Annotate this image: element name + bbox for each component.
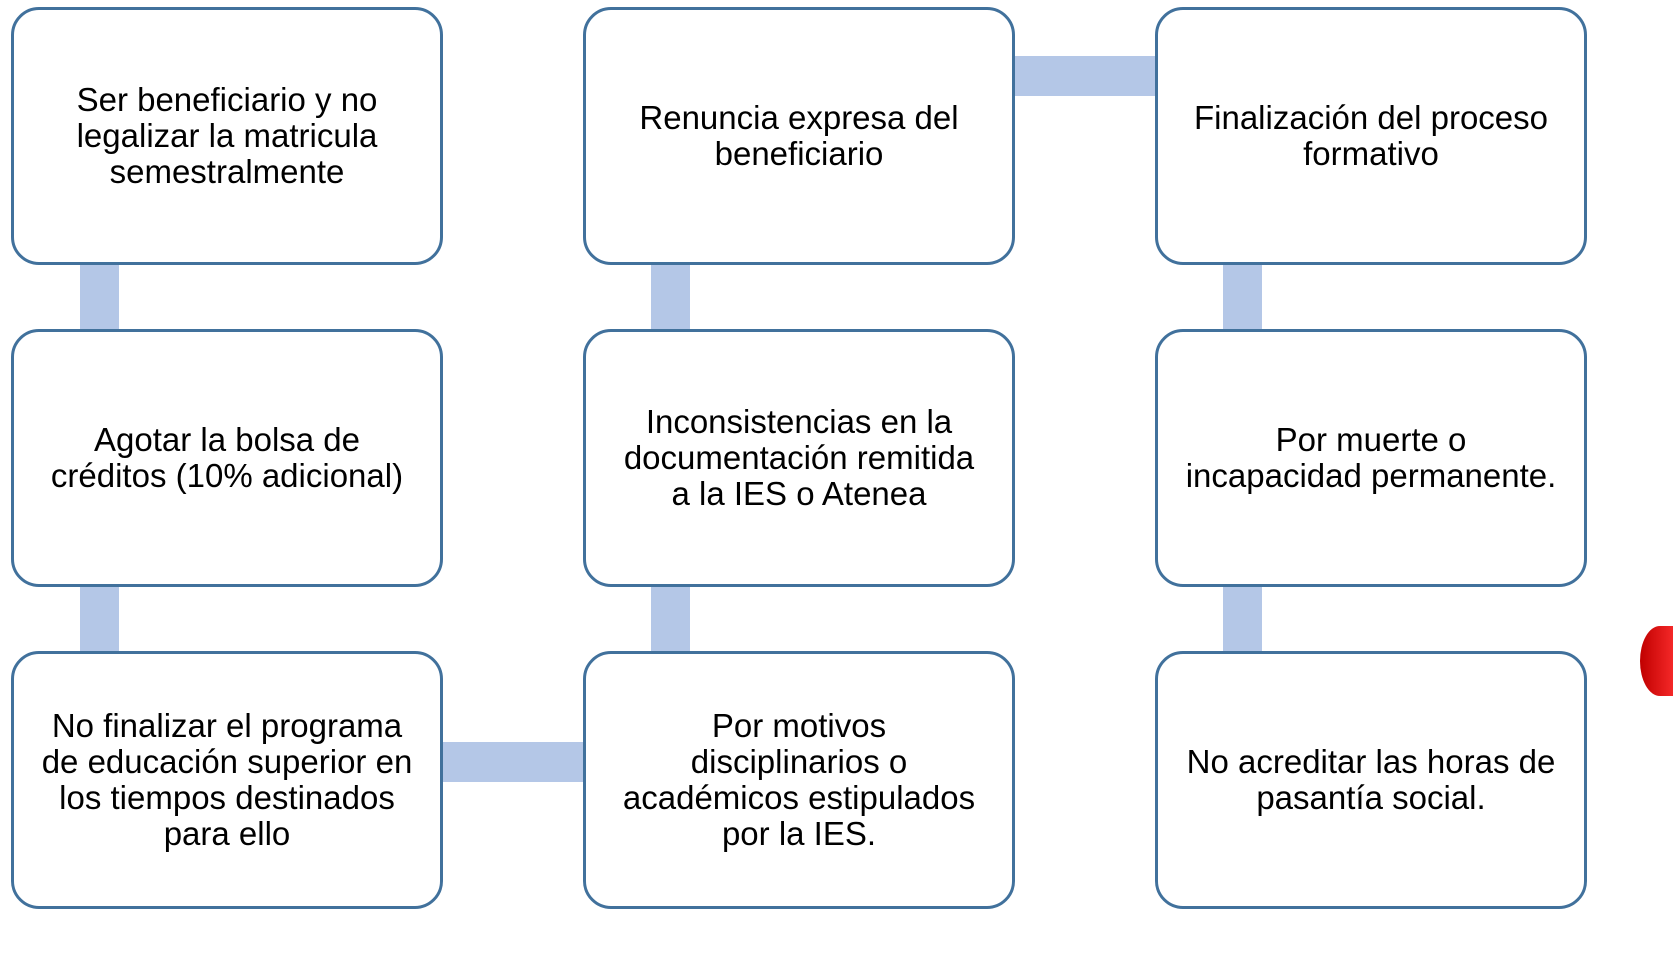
connector-row1-col2-col3 (1012, 56, 1158, 96)
box-text: Finalización del proceso formativo (1193, 99, 1549, 172)
connector-col2-r2-r1 (651, 262, 690, 332)
box-text: No finalizar el programa de educación su… (41, 707, 413, 852)
box-legalize-enrollment: Ser beneficiario y no legalizar la matri… (11, 7, 443, 265)
box-death-incapacity: Por muerte o incapacidad permanente. (1155, 329, 1587, 587)
box-social-internship-hours: No acreditar las horas de pasantía socia… (1155, 651, 1587, 909)
connector-col2-r3-r2 (651, 584, 690, 654)
box-text: Agotar la bolsa de créditos (10% adicion… (50, 421, 404, 494)
box-training-completion: Finalización del proceso formativo (1155, 7, 1587, 265)
box-document-inconsistencies: Inconsistencias en la documentación remi… (583, 329, 1015, 587)
connector-col1-r2-r3 (80, 584, 119, 654)
box-text: Renuncia expresa del beneficiario (639, 99, 959, 172)
box-text: Por muerte o incapacidad permanente. (1185, 421, 1557, 494)
box-text: Ser beneficiario y no legalizar la matri… (76, 81, 378, 190)
connector-col1-r1-r2 (80, 262, 119, 332)
box-text: Por motivos disciplinarios o académicos … (622, 707, 976, 852)
box-text: No acreditar las horas de pasantía socia… (1186, 743, 1556, 816)
connector-col3-r2-r3 (1223, 584, 1262, 654)
red-accent-shape (1640, 626, 1673, 696)
box-text: Inconsistencias en la documentación remi… (623, 403, 975, 512)
box-exhaust-credits: Agotar la bolsa de créditos (10% adicion… (11, 329, 443, 587)
box-not-finish-program: No finalizar el programa de educación su… (11, 651, 443, 909)
connector-col3-r1-r2 (1223, 262, 1262, 332)
box-express-resignation: Renuncia expresa del beneficiario (583, 7, 1015, 265)
box-disciplinary-reasons: Por motivos disciplinarios o académicos … (583, 651, 1015, 909)
connector-row3-col1-col2 (440, 742, 586, 782)
